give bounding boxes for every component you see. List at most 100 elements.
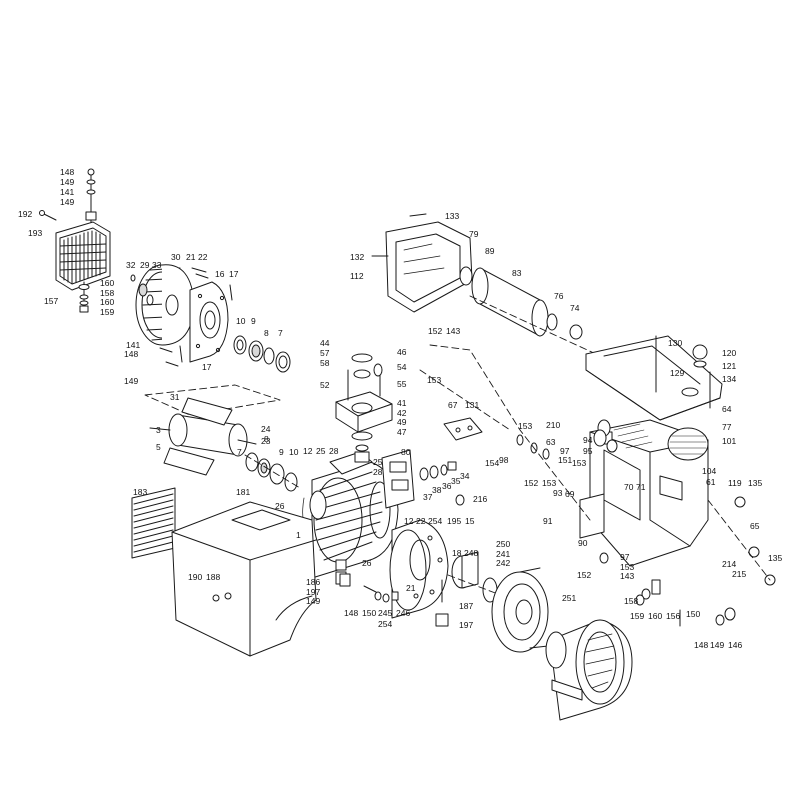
callout-7b: 7 <box>237 447 242 457</box>
callout-160a: 160 <box>100 278 114 288</box>
callout-54: 54 <box>397 362 407 372</box>
small-parts-fan-group <box>130 267 233 306</box>
callout-26b: 26 <box>362 558 372 568</box>
callout-44: 44 <box>320 338 330 348</box>
callout-245: 245 <box>378 608 392 618</box>
callout-97a: 97 <box>560 446 570 456</box>
hood-181 <box>171 501 317 657</box>
motor <box>545 619 633 721</box>
callout-31: 31 <box>170 392 180 402</box>
callout-149d: 149 <box>306 596 320 606</box>
callout-17a: 17 <box>229 269 239 279</box>
callout-197b: 197 <box>459 620 473 630</box>
callout-156: 156 <box>666 611 680 621</box>
callout-23: 23 <box>261 436 271 446</box>
callout-group-top-center: 133 79 132 89 112 83 76 74 152 143 153 <box>350 211 580 385</box>
callout-25a: 25 <box>316 446 326 456</box>
filter-housing-157 <box>39 168 111 313</box>
callout-131: 131 <box>465 400 479 410</box>
callout-57: 57 <box>320 348 330 358</box>
callout-74: 74 <box>570 303 580 313</box>
callout-7a: 7 <box>278 328 283 338</box>
callout-37: 37 <box>423 492 433 502</box>
callout-89: 89 <box>485 246 495 256</box>
callout-91: 91 <box>543 516 553 526</box>
rotor-assembly <box>144 384 281 476</box>
callout-121: 121 <box>722 361 736 371</box>
callout-77: 77 <box>722 422 732 432</box>
callout-15: 15 <box>465 516 475 526</box>
callout-24: 24 <box>261 424 271 434</box>
callout-158a: 158 <box>100 288 114 298</box>
callout-190: 190 <box>188 572 202 582</box>
callout-148b: 148 <box>124 349 138 359</box>
callout-143a: 143 <box>446 326 460 336</box>
callout-248: 248 <box>464 548 478 558</box>
callout-28b: 28 <box>373 467 383 477</box>
callout-153d: 153 <box>542 478 556 488</box>
callout-154: 154 <box>485 458 499 468</box>
callout-152c: 152 <box>577 570 591 580</box>
callout-149b: 149 <box>60 197 74 207</box>
callout-group-rotor: 31 3 5 24 23 7 8 9 10 12 25 28 26 1 <box>156 392 339 540</box>
callout-246: 246 <box>396 608 410 618</box>
callout-197a: 197 <box>306 587 320 597</box>
callout-119: 119 <box>728 478 742 488</box>
housing-lid-64 <box>585 335 723 421</box>
callout-149c: 149 <box>124 376 138 386</box>
callout-17b: 17 <box>202 362 212 372</box>
callout-10b: 10 <box>289 447 299 457</box>
callout-135b: 135 <box>768 553 782 563</box>
callout-8a: 8 <box>264 328 269 338</box>
callout-69: 69 <box>565 489 575 499</box>
callout-26a: 26 <box>275 501 285 511</box>
callout-46: 46 <box>397 347 407 357</box>
callout-group-head: 44 57 58 46 54 52 55 41 42 49 47 25 28 8… <box>320 338 487 504</box>
main-housing-61 <box>589 419 776 586</box>
bearing-set-upper <box>159 335 291 373</box>
callout-group-fan: 32 29 33 30 21 22 16 17 10 9 8 7 141 148… <box>124 252 283 386</box>
callout-1: 1 <box>296 530 301 540</box>
callout-158b: 158 <box>624 596 638 606</box>
callout-104: 104 <box>702 466 716 476</box>
callout-67: 67 <box>448 400 458 410</box>
callout-242: 242 <box>496 558 510 568</box>
callout-148c: 148 <box>344 608 358 618</box>
callout-18: 18 <box>452 548 462 558</box>
callout-160b: 160 <box>100 297 114 307</box>
callout-101: 101 <box>722 436 736 446</box>
callout-21b: 21 <box>406 583 416 593</box>
callout-63: 63 <box>546 437 556 447</box>
callout-65: 65 <box>750 521 760 531</box>
callout-151: 151 <box>558 455 572 465</box>
callout-36: 36 <box>442 481 452 491</box>
cylinder-head-41 <box>335 353 393 463</box>
callout-64: 64 <box>722 404 732 414</box>
callout-254a: 254 <box>378 619 392 629</box>
callout-80: 80 <box>401 447 411 457</box>
callout-21a: 21 <box>186 252 196 262</box>
callout-153e: 153 <box>620 562 634 572</box>
callout-195: 195 <box>447 516 461 526</box>
callout-152a: 152 <box>428 326 442 336</box>
callout-group-right: 130 120 129 121 134 64 77 101 104 61 119… <box>668 338 782 579</box>
callout-83: 83 <box>512 268 522 278</box>
callout-9a: 9 <box>251 316 256 326</box>
callout-79: 79 <box>469 229 479 239</box>
callout-159b: 159 <box>630 611 644 621</box>
callout-149a: 149 <box>60 177 74 187</box>
callout-188: 188 <box>206 572 220 582</box>
callout-186: 186 <box>306 577 320 587</box>
callout-250: 250 <box>496 539 510 549</box>
callout-61: 61 <box>706 477 716 487</box>
callout-135a: 135 <box>748 478 762 488</box>
motor-flange-251 <box>491 567 549 653</box>
callout-76: 76 <box>554 291 564 301</box>
callout-241: 241 <box>496 549 510 559</box>
callout-146: 146 <box>728 640 742 650</box>
valve-plate-80 <box>381 449 465 509</box>
callout-153b: 153 <box>518 421 532 431</box>
callout-153a: 153 <box>427 375 441 385</box>
callout-52: 52 <box>320 380 330 390</box>
